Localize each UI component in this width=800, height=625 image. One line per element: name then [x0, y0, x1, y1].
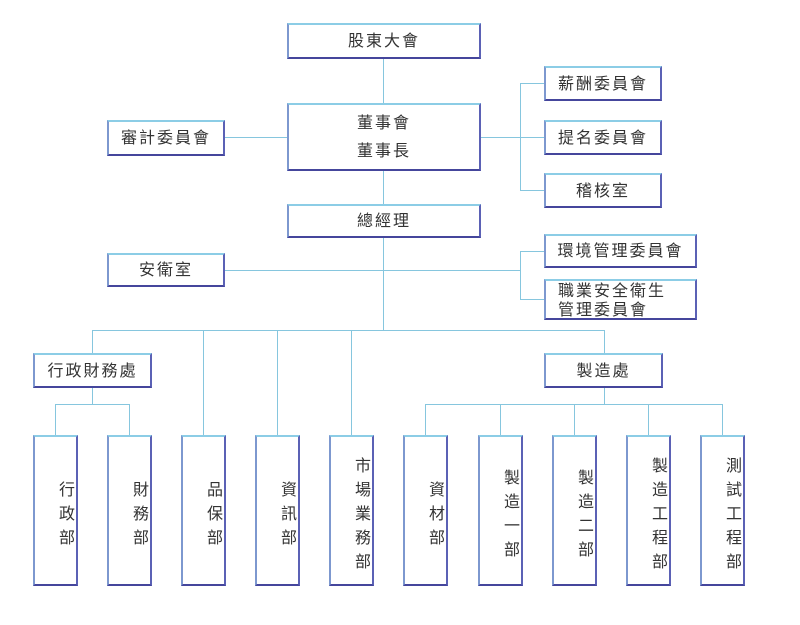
- connector-line: [55, 404, 56, 435]
- board-box: 董事會 董事長: [287, 103, 481, 171]
- dept-test-eng-label: 測試工程部: [723, 456, 742, 577]
- connector-line: [203, 330, 204, 435]
- connector-line: [383, 238, 384, 331]
- connector-line: [425, 404, 426, 435]
- connector-line: [604, 330, 605, 353]
- dept-test-eng-box: 測試工程部: [700, 435, 745, 586]
- chairman-label: 董事長: [356, 141, 411, 160]
- dept-mfg-eng-label: 製造工程部: [649, 456, 668, 577]
- connector-line: [500, 404, 501, 435]
- connector-line: [520, 251, 521, 300]
- dept-materials-label: 資材部: [426, 480, 445, 553]
- connector-line: [520, 137, 545, 138]
- dept-mfg-eng-box: 製造工程部: [626, 435, 671, 586]
- dept-it-label: 資訊部: [278, 480, 297, 553]
- connector-line: [383, 171, 384, 204]
- connector-line: [481, 137, 521, 138]
- dept-finance-box: 財務部: [107, 435, 152, 586]
- dept-quality-label: 品保部: [204, 480, 223, 553]
- ohs-committee-label-line2: 管理委員會: [558, 300, 649, 319]
- dept-marketing-label: 市場業務部: [352, 456, 371, 577]
- connector-line: [648, 404, 649, 435]
- safety-office-label: 安衛室: [138, 260, 193, 279]
- connector-line: [604, 388, 605, 405]
- internal-audit-box: 稽核室: [544, 173, 662, 208]
- admin-finance-division-label: 行政財務處: [47, 360, 138, 380]
- connector-line: [92, 330, 93, 353]
- shareholders-meeting-label: 股東大會: [347, 31, 420, 50]
- connector-line: [722, 404, 723, 435]
- ohs-committee-label-line1: 職業安全衛生: [558, 281, 667, 300]
- dept-finance-label: 財務部: [130, 480, 149, 553]
- manufacturing-division-box: 製造處: [544, 353, 663, 388]
- general-manager-box: 總經理: [287, 204, 481, 238]
- general-manager-label: 總經理: [356, 211, 411, 230]
- connector-line: [351, 330, 352, 435]
- internal-audit-label: 稽核室: [575, 180, 630, 200]
- nomination-committee-box: 提名委員會: [544, 120, 662, 155]
- audit-committee-label: 審計委員會: [120, 128, 211, 147]
- env-committee-box: 環境管理委員會: [544, 234, 697, 268]
- safety-office-box: 安衛室: [107, 253, 225, 287]
- connector-line: [129, 404, 130, 435]
- connector-line: [520, 251, 545, 252]
- dept-mfg2-box: 製造二部: [552, 435, 597, 586]
- connector-line: [520, 190, 545, 191]
- connector-line: [520, 299, 545, 300]
- board-label: 董事會: [356, 113, 411, 132]
- remuneration-committee-label: 薪酬委員會: [557, 73, 648, 93]
- connector-line: [225, 270, 521, 271]
- connector-line: [92, 330, 605, 331]
- dept-quality-box: 品保部: [181, 435, 226, 586]
- dept-it-box: 資訊部: [255, 435, 300, 586]
- shareholders-meeting-box: 股東大會: [287, 23, 481, 59]
- connector-line: [277, 330, 278, 435]
- connector-line: [225, 137, 287, 138]
- connector-line: [574, 404, 575, 435]
- dept-admin-box: 行政部: [33, 435, 78, 586]
- ohs-committee-box: 職業安全衛生 管理委員會: [544, 279, 697, 320]
- dept-materials-box: 資材部: [403, 435, 448, 586]
- admin-finance-division-box: 行政財務處: [33, 353, 152, 388]
- dept-mfg1-label: 製造一部: [501, 468, 520, 565]
- nomination-committee-label: 提名委員會: [557, 127, 648, 147]
- dept-admin-label: 行政部: [56, 480, 75, 553]
- remuneration-committee-box: 薪酬委員會: [544, 66, 662, 101]
- dept-mfg1-box: 製造一部: [478, 435, 523, 586]
- dept-mfg2-label: 製造二部: [575, 468, 594, 565]
- connector-line: [92, 388, 93, 405]
- manufacturing-division-label: 製造處: [576, 360, 631, 380]
- connector-line: [520, 83, 545, 84]
- dept-marketing-box: 市場業務部: [329, 435, 374, 586]
- connector-line: [383, 58, 384, 103]
- connector-line: [55, 404, 130, 405]
- env-committee-label: 環境管理委員會: [557, 241, 684, 260]
- audit-committee-box: 審計委員會: [107, 120, 225, 156]
